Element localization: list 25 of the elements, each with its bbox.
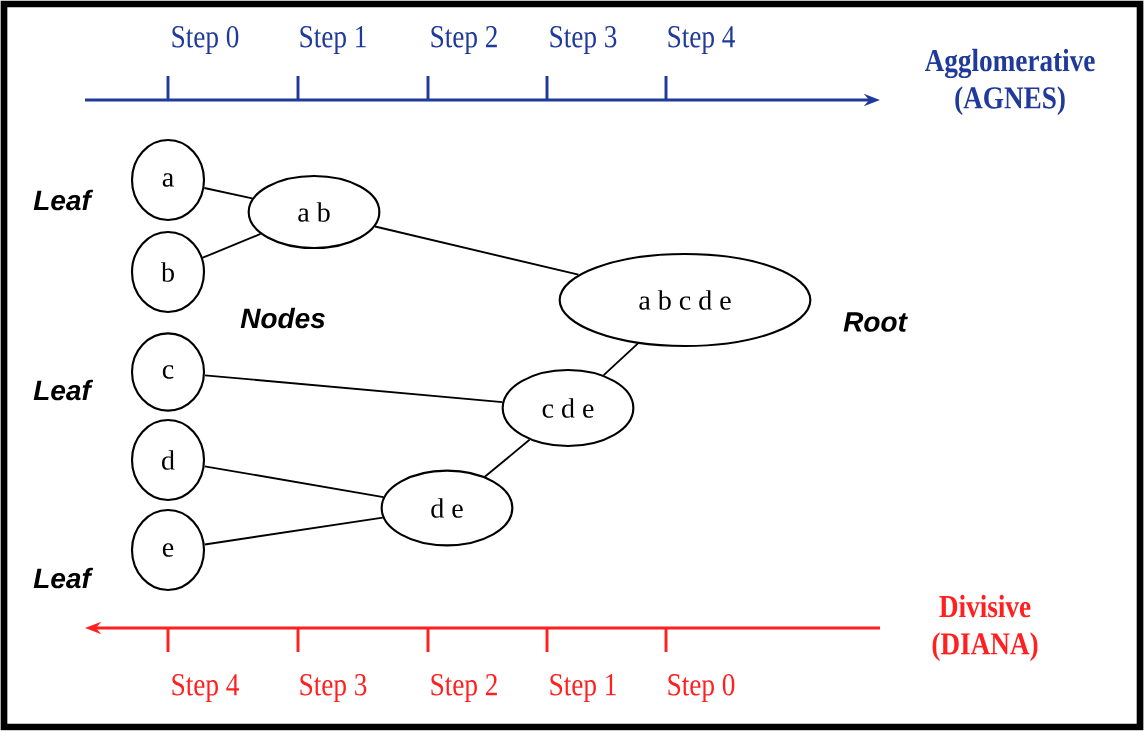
- step-label: Step 3: [550, 26, 617, 54]
- leaf-label: Leaf: [33, 567, 94, 589]
- leaf-label: Leaf: [33, 189, 94, 211]
- step-label: Step 4: [172, 674, 239, 702]
- method-label: Divisive (DIANA): [932, 594, 1038, 662]
- connector: [203, 465, 385, 498]
- connector: [203, 187, 254, 200]
- root-label: Root: [843, 312, 908, 332]
- step-label: Step 1: [550, 674, 616, 702]
- connector: [484, 438, 531, 478]
- leaf-label: Leaf: [33, 379, 94, 401]
- step-label: Step 0: [668, 673, 735, 703]
- step-label: Step 2: [431, 26, 497, 54]
- connector: [204, 374, 504, 404]
- step-label: Step 3: [300, 674, 367, 702]
- step-label: Step 4: [668, 26, 735, 54]
- connector: [201, 233, 262, 259]
- method-label: Agglomerative (AGNES): [924, 48, 1095, 116]
- connector: [602, 342, 639, 376]
- step-label: Step 0: [172, 25, 239, 55]
- connector: [374, 225, 580, 276]
- nodes-label: Nodes: [240, 307, 325, 329]
- step-label: Step 2: [431, 674, 497, 702]
- step-label: Step 1: [300, 26, 366, 54]
- connector: [203, 516, 384, 546]
